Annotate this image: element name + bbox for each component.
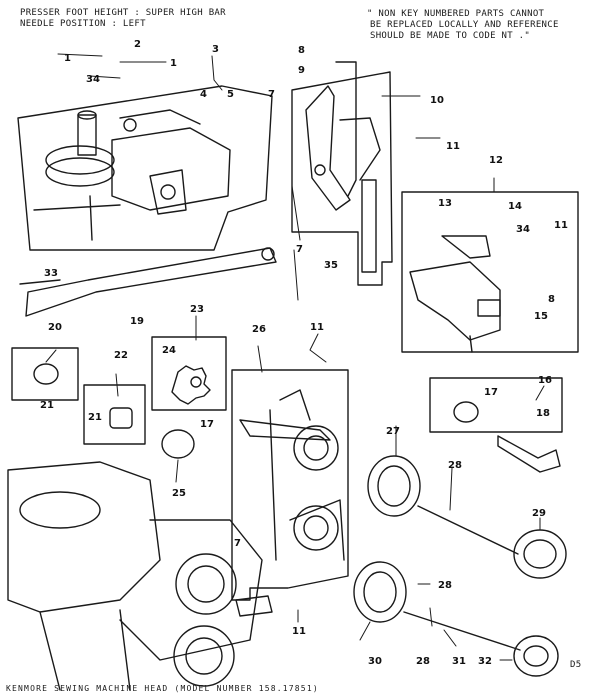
callout-28a: 28 (448, 460, 462, 471)
machine-head (7, 461, 273, 691)
frame-22 (83, 384, 146, 445)
callout-1b: 1 (170, 58, 177, 69)
callout-7b: 7 (296, 244, 303, 255)
callout-7c: 7 (234, 538, 241, 549)
callout-25: 25 (172, 488, 186, 499)
callout-5: 5 (227, 89, 234, 100)
callout-33: 33 (44, 268, 58, 279)
callout-27: 27 (386, 426, 400, 437)
callout-30: 30 (368, 656, 382, 667)
callout-23: 23 (190, 304, 204, 315)
presser-foot-height-label: PRESSER FOOT HEIGHT : SUPER HIGH BAR (20, 8, 226, 18)
part-22 (109, 407, 133, 429)
frame-bracket-3 (17, 85, 273, 251)
callout-8a: 8 (298, 45, 305, 56)
callout-8b: 8 (548, 294, 555, 305)
callout-9: 9 (298, 65, 305, 76)
callout-7a: 7 (268, 89, 275, 100)
frame-23 (151, 336, 227, 411)
callout-20: 20 (48, 322, 62, 333)
callout-34b: 34 (516, 224, 530, 235)
notice-line-3: SHOULD BE MADE TO CODE NT ." (370, 31, 531, 41)
part-20 (33, 363, 59, 385)
page-code: D5 (570, 660, 582, 670)
mechanism-26 (239, 389, 345, 561)
callout-34a: 34 (86, 74, 100, 85)
needle-position-label: NEEDLE POSITION : LEFT (20, 19, 146, 29)
callout-11d: 11 (292, 626, 306, 637)
callout-19: 19 (130, 316, 144, 327)
callout-3: 3 (212, 44, 219, 55)
callout-1a: 1 (64, 53, 71, 64)
part-18 (497, 435, 561, 473)
arm-19 (25, 247, 277, 317)
callout-14: 14 (508, 201, 522, 212)
callout-28b: 28 (438, 580, 452, 591)
callout-2: 2 (134, 39, 141, 50)
part-17 (453, 401, 479, 423)
frame-10 (291, 71, 393, 286)
callout-28c: 28 (416, 656, 430, 667)
callout-11b: 11 (554, 220, 568, 231)
callout-17a: 17 (484, 387, 498, 398)
frame-16 (429, 377, 563, 433)
link-33 (19, 279, 61, 285)
cam-lower (353, 561, 559, 677)
frame-20 (11, 347, 79, 401)
callout-13: 13 (438, 198, 452, 209)
callout-12: 12 (489, 155, 503, 166)
callout-18: 18 (536, 408, 550, 419)
callout-11c: 11 (310, 322, 324, 333)
notice-line-2: BE REPLACED LOCALLY AND REFERENCE (370, 20, 559, 30)
mechanism-3 (33, 109, 231, 241)
notice-line-1: " NON KEY NUMBERED PARTS CANNOT (367, 9, 545, 19)
callout-21a: 21 (40, 400, 54, 411)
callout-15: 15 (534, 311, 548, 322)
callout-35: 35 (324, 260, 338, 271)
callout-26: 26 (252, 324, 266, 335)
callout-11a: 11 (446, 141, 460, 152)
frame-12 (401, 191, 579, 353)
callout-24: 24 (162, 345, 176, 356)
callout-29: 29 (532, 508, 546, 519)
callout-22: 22 (114, 350, 128, 361)
diagram-caption: KENMORE SEWING MACHINE HEAD (MODEL NUMBE… (6, 684, 319, 693)
part-25 (161, 429, 195, 459)
callout-4: 4 (200, 89, 207, 100)
callout-21b: 21 (88, 412, 102, 423)
frame-26 (231, 369, 349, 601)
mechanism-12 (409, 235, 501, 353)
part-23 (171, 365, 211, 405)
callout-32: 32 (478, 656, 492, 667)
leader-lines (45, 53, 545, 661)
mechanism-10 (305, 61, 381, 273)
callout-10: 10 (430, 95, 444, 106)
callout-31: 31 (452, 656, 466, 667)
callout-17b: 17 (200, 419, 214, 430)
callout-16: 16 (538, 375, 552, 386)
